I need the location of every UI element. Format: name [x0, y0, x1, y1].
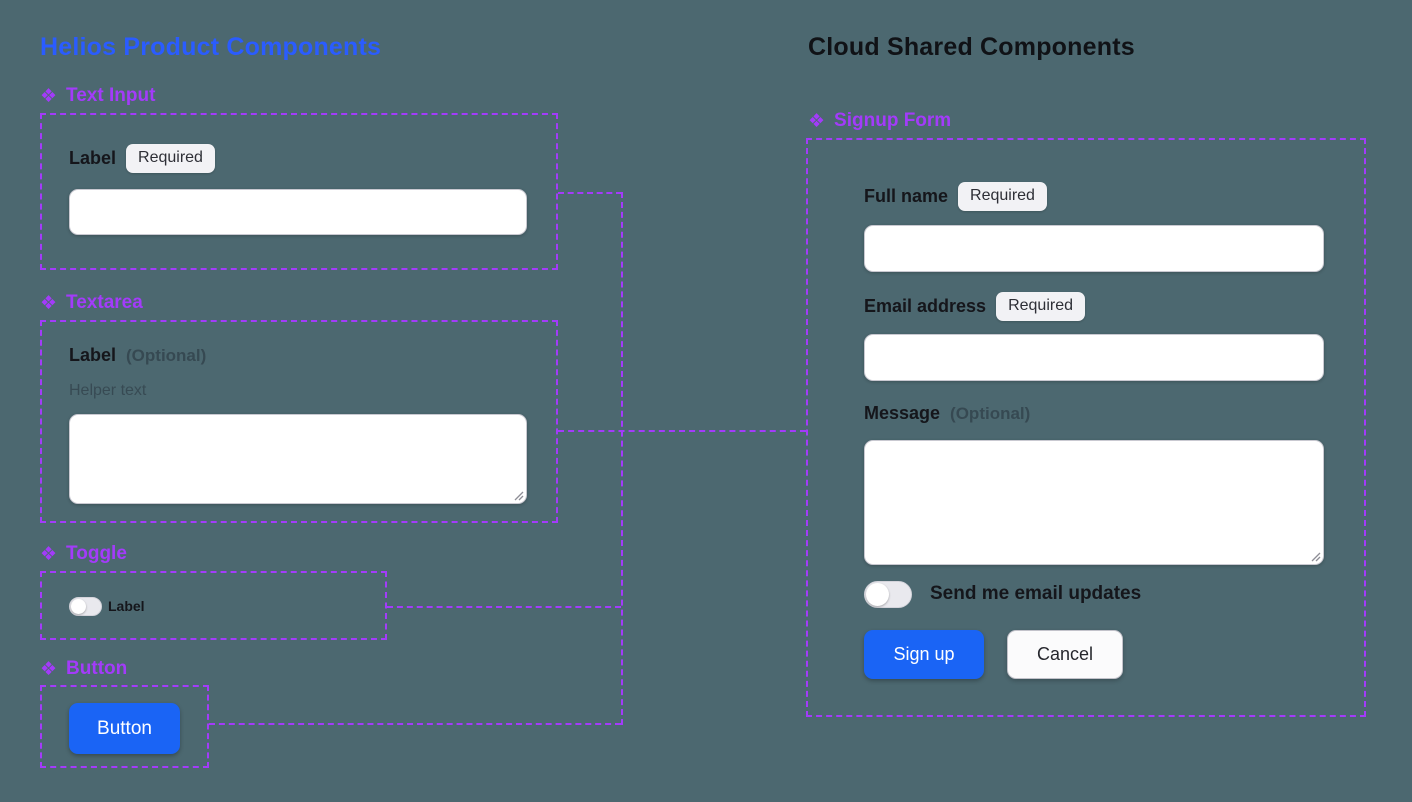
section-header-button: ❖ Button — [40, 658, 127, 680]
connector-trunk — [621, 192, 623, 725]
toggle-label-row: Label — [108, 598, 145, 614]
connector-button — [209, 723, 621, 725]
sample-button[interactable]: Button — [69, 703, 180, 754]
email-updates-toggle[interactable] — [864, 581, 912, 608]
textarea-label-row: Label (Optional) — [69, 345, 206, 366]
field-label: Label — [69, 148, 117, 168]
component-icon: ❖ — [40, 85, 58, 107]
connector-toggle — [387, 606, 621, 608]
message-textarea[interactable] — [864, 440, 1324, 565]
email-updates-label: Send me email updates — [930, 583, 1142, 604]
component-icon: ❖ — [40, 658, 58, 680]
optional-tag: (Optional) — [126, 345, 207, 365]
full-name-label: Full name — [864, 186, 949, 206]
connector-text-input — [558, 192, 622, 194]
component-icon: ❖ — [808, 110, 826, 132]
text-input-label-row: Label Required — [69, 144, 215, 173]
email-label-row: Email address Required — [864, 292, 1085, 321]
section-title: Text Input — [66, 85, 156, 106]
toggle-label: Label — [108, 598, 145, 614]
textarea-field[interactable] — [69, 414, 527, 504]
component-icon: ❖ — [40, 292, 58, 314]
section-title: Button — [66, 658, 128, 679]
section-header-toggle: ❖ Toggle — [40, 543, 127, 565]
button-component-frame: Button — [40, 685, 209, 768]
text-input-component-frame: Label Required — [40, 113, 558, 270]
helper-text: Helper text — [69, 382, 147, 399]
toggle-component-frame: Label — [40, 571, 387, 640]
section-title: Signup Form — [834, 110, 952, 131]
required-badge: Required — [996, 292, 1085, 321]
email-label: Email address — [864, 296, 987, 316]
field-label: Label — [69, 345, 117, 365]
textarea-component-frame: Label (Optional) Helper text — [40, 320, 558, 523]
email-input[interactable] — [864, 334, 1324, 381]
toggle-knob — [866, 583, 889, 606]
signup-form-frame: Full name Required Email address Require… — [806, 138, 1366, 717]
required-badge: Required — [958, 182, 1047, 211]
section-header-textarea: ❖ Textarea — [40, 292, 143, 314]
connector-textarea-to-form — [558, 430, 806, 432]
full-name-input[interactable] — [864, 225, 1324, 272]
optional-tag: (Optional) — [950, 403, 1031, 423]
right-panel-title: Cloud Shared Components — [808, 33, 1135, 61]
email-updates-label-row: Send me email updates — [930, 583, 1141, 605]
required-badge: Required — [126, 144, 215, 173]
toggle-switch[interactable] — [69, 597, 102, 616]
section-title: Toggle — [66, 543, 127, 564]
section-title: Textarea — [66, 292, 143, 313]
message-label-row: Message (Optional) — [864, 403, 1030, 424]
component-icon: ❖ — [40, 543, 58, 565]
cancel-button[interactable]: Cancel — [1007, 630, 1123, 679]
section-header-signup-form: ❖ Signup Form — [808, 110, 951, 132]
full-name-label-row: Full name Required — [864, 182, 1047, 211]
text-input-field[interactable] — [69, 189, 527, 235]
toggle-knob — [71, 599, 86, 614]
sign-up-button[interactable]: Sign up — [864, 630, 984, 679]
message-label: Message — [864, 403, 941, 423]
left-panel-title: Helios Product Components — [40, 33, 382, 61]
section-header-text-input: ❖ Text Input — [40, 85, 155, 107]
